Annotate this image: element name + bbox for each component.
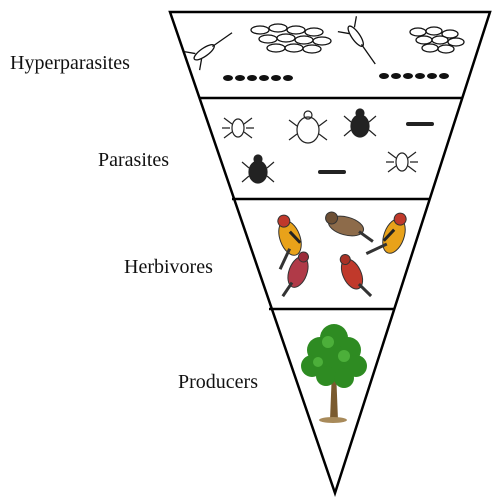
label-producers: Producers xyxy=(178,371,258,394)
birds-icon xyxy=(263,207,412,304)
label-parasites: Parasites xyxy=(98,149,169,172)
tree-icon xyxy=(301,324,367,423)
label-herbivores: Herbivores xyxy=(124,256,213,279)
label-hyperparasites: Hyperparasites xyxy=(10,52,130,75)
hyperparasite-cluster-icon xyxy=(184,16,464,81)
insect-parasites-icon xyxy=(222,109,434,183)
